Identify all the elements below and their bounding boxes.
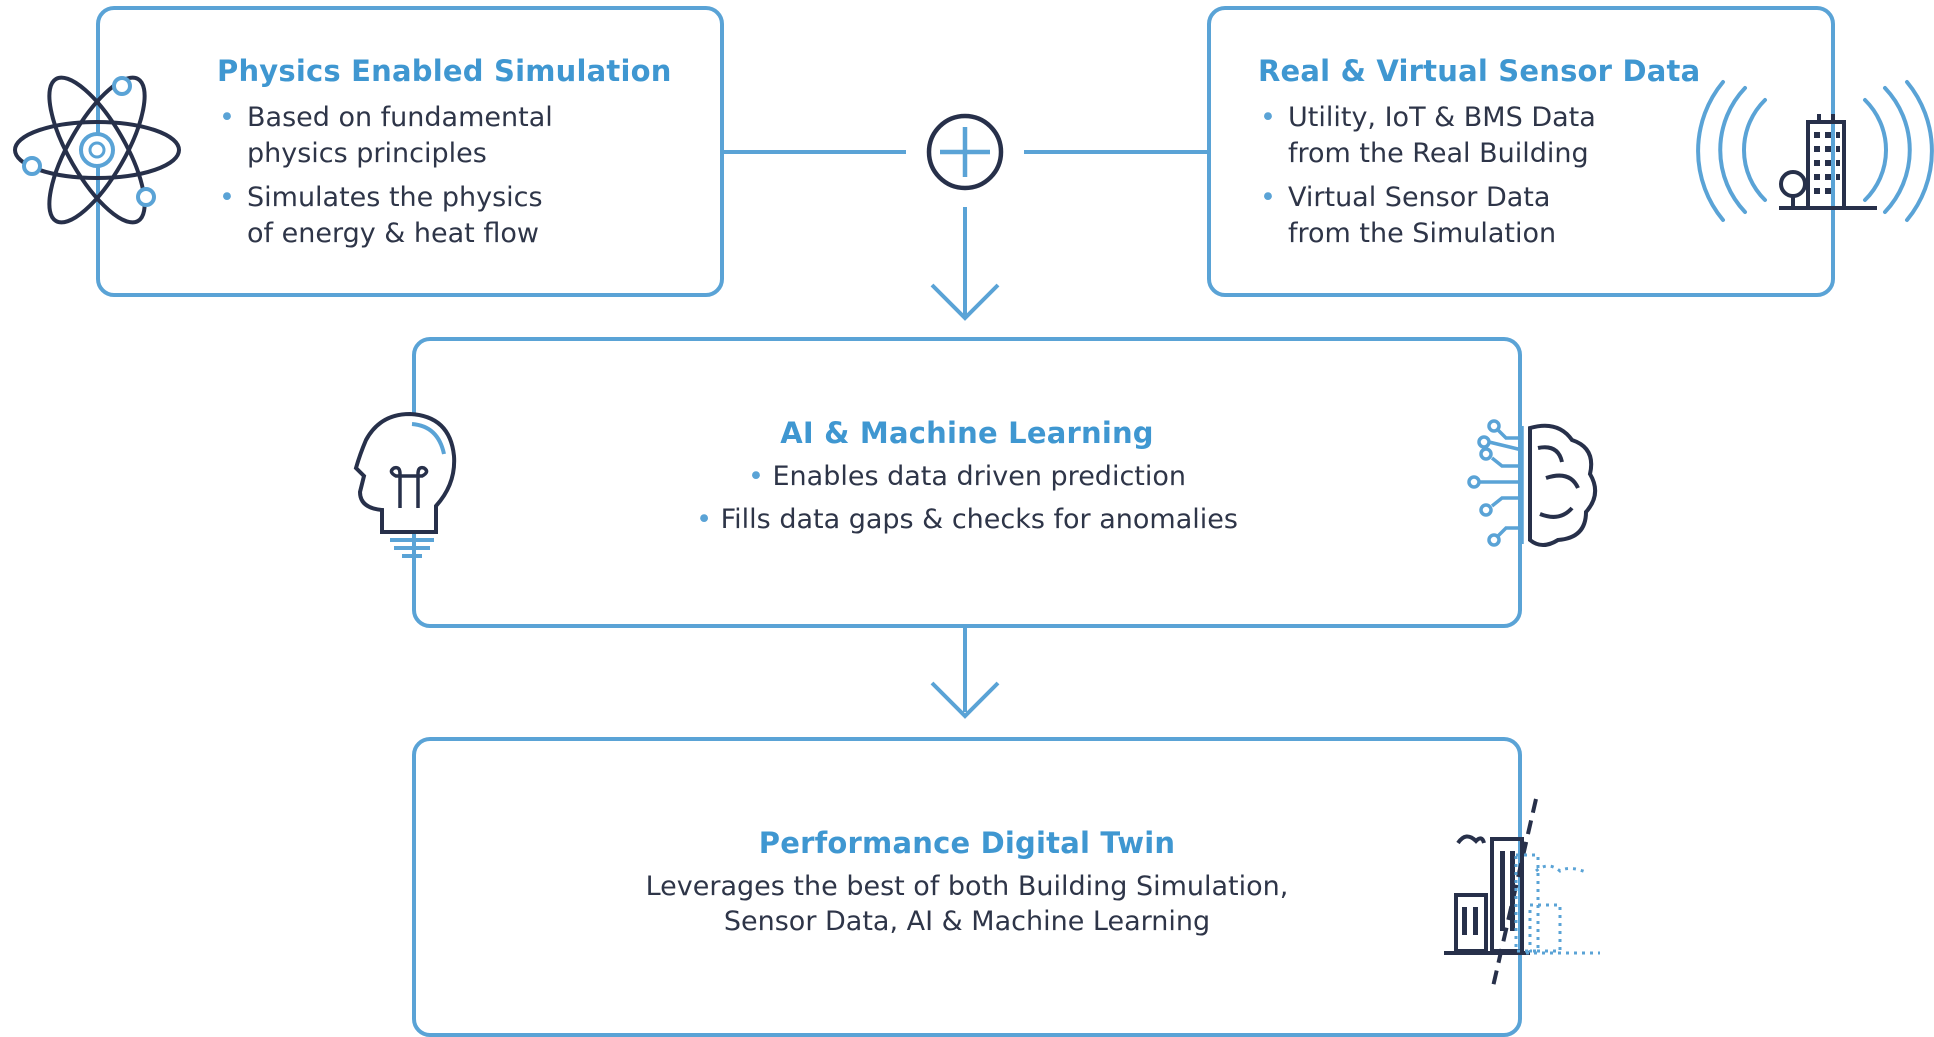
ai-ml-card: AI & Machine Learning • Enables data dri… [412, 337, 1522, 628]
ai-title: AI & Machine Learning [780, 416, 1154, 450]
physics-simulation-card: Physics Enabled Simulation Based on fund… [96, 6, 724, 297]
digital-twin-card: Performance Digital Twin Leverages the b… [412, 737, 1522, 1037]
twin-line-1: Leverages the best of both Building Simu… [645, 871, 1289, 902]
sensor-title: Real & Virtual Sensor Data [1258, 54, 1701, 88]
physics-title: Physics Enabled Simulation [217, 54, 672, 88]
physics-bullet-list: Based on fundamental physics principles … [217, 100, 553, 260]
twin-title: Performance Digital Twin [758, 826, 1176, 860]
ai-line-2: • Fills data gaps & checks for anomalies [696, 504, 1238, 535]
building-signal-icon [1696, 80, 1934, 222]
digital-city-icon [1444, 798, 1600, 992]
twin-line-2: Sensor Data, AI & Machine Learning [723, 906, 1211, 937]
lightbulb-head-icon [353, 411, 457, 558]
sensor-bullet-2: Virtual Sensor Data from the Simulation [1258, 180, 1596, 252]
plus-circle-icon [926, 113, 1004, 191]
physics-bullet-1: Based on fundamental physics principles [217, 100, 553, 172]
ai-line-1: • Enables data driven prediction [747, 461, 1187, 492]
sensor-bullet-list: Utility, IoT & BMS Data from the Real Bu… [1258, 100, 1596, 260]
physics-bullet-2: Simulates the physics of energy & heat f… [217, 180, 553, 252]
sensor-bullet-1: Utility, IoT & BMS Data from the Real Bu… [1258, 100, 1596, 172]
atom-icon [13, 75, 181, 225]
sensor-data-card: Real & Virtual Sensor Data Utility, IoT … [1207, 6, 1835, 297]
circuit-brain-icon [1467, 419, 1598, 547]
